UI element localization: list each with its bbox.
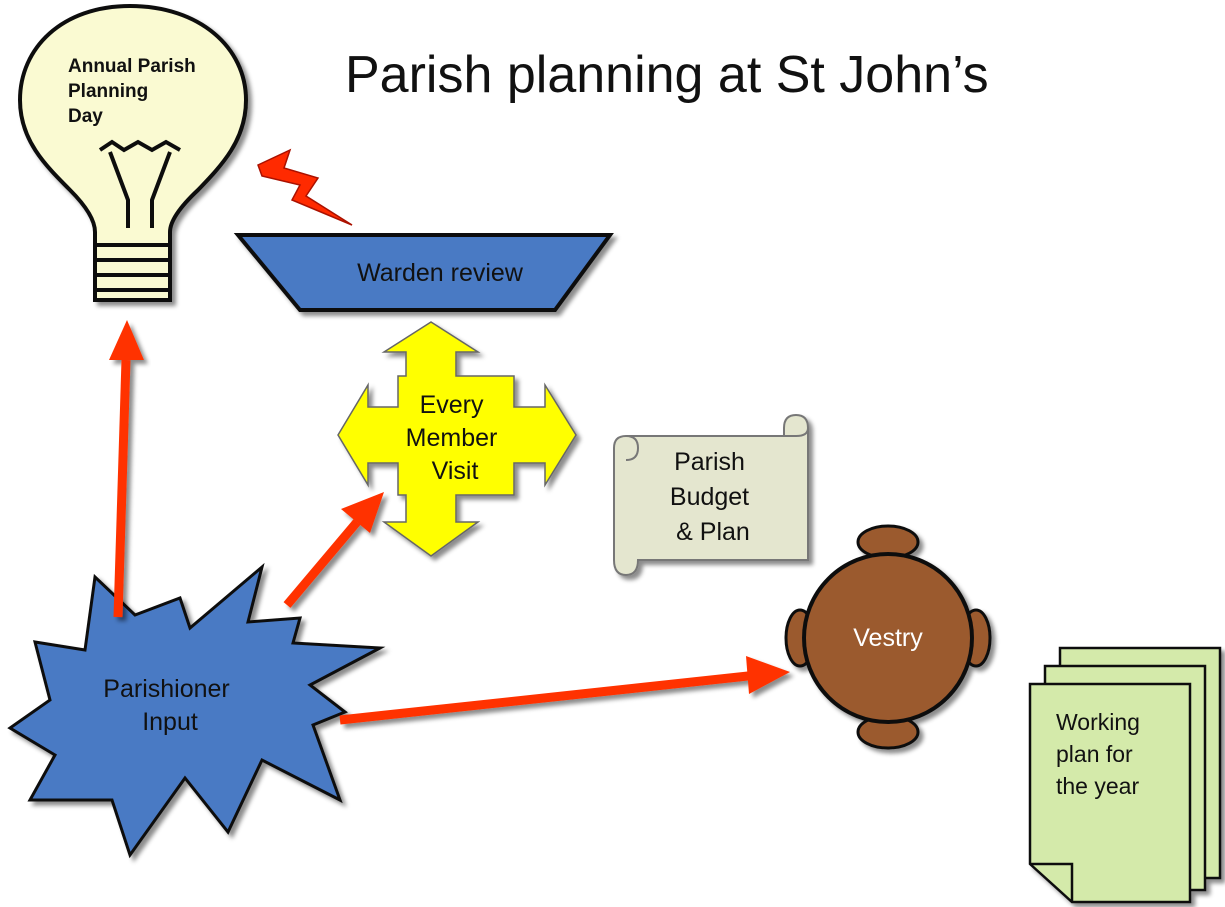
arrow-parishioner-to-vestry [339,656,790,725]
vestry-label: Vestry [853,624,923,652]
vestry-table [784,524,992,750]
light-bulb-icon [17,3,249,302]
arrow-parishioner-to-bulb [109,320,144,618]
budget-label: Parish Budget & Plan [670,448,756,546]
page-title: Parish planning at St John’s [345,46,989,104]
budget-scroll [613,413,809,577]
bulb-label: Annual Parish Planning Day [68,56,201,127]
warden-review-label: Warden review [357,259,524,287]
working-plan-stack [1028,646,1222,904]
lightning-bolt-icon [257,148,353,226]
working-plan-label: Working plan for the year [1056,709,1146,799]
arrow-parishioner-to-visit [283,492,384,608]
every-member-visit-cross [337,321,577,557]
parishioner-input-label: Parishioner Input [103,675,236,736]
parishioner-input-burst [7,562,386,859]
warden-review-box [233,233,614,312]
every-member-visit-label: Every Member Visit [406,391,505,485]
